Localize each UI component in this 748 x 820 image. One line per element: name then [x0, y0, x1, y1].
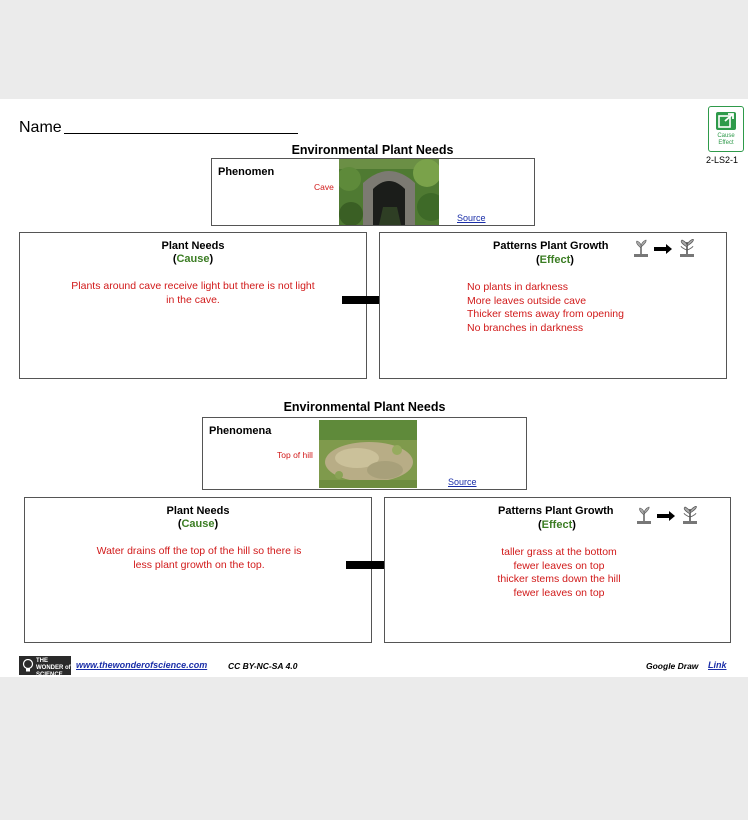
section2-effect-box: Patterns Plant Growth (Effect) taller gr… [384, 497, 731, 643]
section1-cause-sub: (Cause) [20, 253, 366, 266]
section1-phenomenon-box: Phenomen Cave Source [211, 158, 535, 226]
section1-effect-sub: (Effect) [536, 254, 574, 266]
section1-effect-list: No plants in darkness More leaves outsid… [467, 281, 717, 335]
section2-effect-list: taller grass at the bottom fewer leaves … [471, 546, 647, 600]
section2-phenomenon-box: Phenomena Top of hill Source [202, 417, 527, 490]
section2-cause-title: Plant Needs [25, 505, 371, 518]
section2-cause-box: Plant Needs (Cause) Water drains off the… [24, 497, 372, 643]
section2-cause-word: Cause [181, 518, 214, 530]
section2-phenomenon-label: Phenomena [209, 425, 271, 437]
google-draw-label: Google Draw [646, 661, 698, 671]
effect-line: No plants in darkness [467, 281, 717, 295]
logo-text-science: SCIENCE [36, 672, 71, 679]
cave-photo [339, 159, 439, 225]
section2-image-caption: Top of hill [277, 450, 313, 460]
section1-effect-title: Patterns Plant Growth [493, 240, 609, 252]
section1-effect-word: Effect [540, 254, 571, 266]
section1-cause-box: Plant Needs (Cause) Plants around cave r… [19, 232, 367, 379]
effect-line: More leaves outside cave [467, 295, 717, 309]
google-draw-link[interactable]: Link [708, 660, 727, 670]
section1-cause-text: Plants around cave receive light but the… [66, 280, 320, 307]
effect-line: No branches in darkness [467, 322, 717, 336]
section1-cause-title: Plant Needs [20, 240, 366, 253]
effect-line: taller grass at the bottom [471, 546, 647, 560]
plant-growth-icon [632, 239, 698, 259]
effect-line: thicker stems down the hill [471, 573, 647, 587]
section1-cause-word: Cause [176, 253, 209, 265]
section2-effect-word: Effect [542, 519, 573, 531]
logo-text-the: THE [36, 658, 71, 665]
section1-title: Environmental Plant Needs [0, 143, 745, 157]
external-link-icon [715, 111, 737, 131]
section1-phenomenon-label: Phenomen [218, 166, 274, 178]
section1-image-caption: Cave [314, 182, 334, 192]
section2-effect-sub: (Effect) [538, 519, 576, 531]
section1-source-link[interactable]: Source [457, 213, 486, 223]
hill-photo [319, 420, 417, 488]
effect-line: fewer leaves on top [471, 560, 647, 574]
lightbulb-icon [22, 659, 34, 672]
section1-effect-box: Patterns Plant Growth (Effect) No plants… [379, 232, 727, 379]
effect-line: fewer leaves on top [471, 587, 647, 601]
section2-cause-sub: (Cause) [25, 518, 371, 531]
name-label: Name [19, 119, 62, 137]
badge-text-cause: Cause [709, 133, 743, 140]
name-blank-line[interactable] [64, 133, 298, 134]
section2-cause-text: Water drains off the top of the hill so … [87, 545, 311, 572]
section2-source-link[interactable]: Source [448, 477, 477, 487]
plant-growth-icon [635, 506, 701, 526]
section2-effect-title: Patterns Plant Growth [498, 505, 614, 517]
effect-line: Thicker stems away from opening [467, 308, 717, 322]
website-link[interactable]: www.thewonderofscience.com [76, 660, 207, 670]
logo-text-wonder: WONDER of [36, 665, 71, 672]
license-text: CC BY-NC-SA 4.0 [228, 661, 297, 671]
wonder-of-science-logo: THE WONDER of SCIENCE [19, 656, 71, 675]
section2-title: Environmental Plant Needs [0, 400, 729, 414]
